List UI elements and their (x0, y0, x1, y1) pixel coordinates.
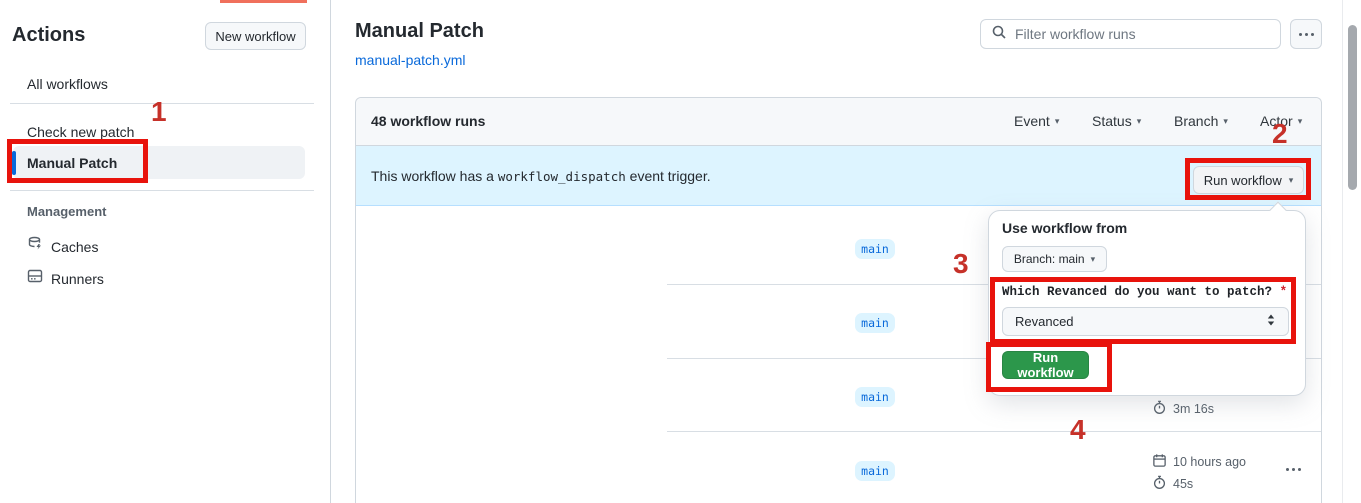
run-date: 10 hours ago (1152, 453, 1246, 471)
banner-text-after: event trigger. (625, 168, 711, 184)
run-workflow-dropdown-label: Run workflow (1203, 172, 1282, 188)
database-icon (27, 236, 43, 257)
up-down-arrows-icon (1266, 314, 1276, 329)
branch-selector-button[interactable]: Branch: main ▾ (1002, 246, 1107, 272)
branch-badge[interactable]: main (855, 387, 895, 407)
horizontal-dots-icon (1285, 467, 1301, 471)
selected-indicator-bar (12, 151, 16, 175)
revanced-select-value: Revanced (1015, 314, 1074, 329)
management-section-label: Management (27, 204, 107, 219)
sidebar-item-caches[interactable]: Caches (27, 236, 98, 257)
workflow-input-label: Which Revanced do you want to patch? * (1002, 285, 1287, 299)
filter-actor-dropdown[interactable]: Actor ▾ (1260, 113, 1302, 129)
page-kebab-button[interactable] (1290, 19, 1322, 49)
filter-status-label: Status (1092, 113, 1132, 129)
annotation-strip (220, 0, 307, 3)
filter-branch-dropdown[interactable]: Branch ▾ (1174, 113, 1228, 129)
run-date-label: 10 hours ago (1173, 455, 1246, 469)
chevron-down-icon: ▾ (1288, 174, 1294, 185)
filter-branch-label: Branch (1174, 113, 1219, 129)
search-icon (991, 24, 1007, 45)
workflow-file-link[interactable]: manual-patch.yml (355, 52, 466, 68)
annotation-number-1: 1 (151, 96, 167, 127)
runs-count-label: 48 workflow runs (371, 113, 486, 129)
sidebar-item-manual-patch-label: Manual Patch (27, 155, 118, 171)
chevron-down-icon: ▾ (1054, 115, 1060, 126)
banner-text-before: This workflow has a (371, 168, 498, 184)
calendar-icon (1152, 453, 1167, 471)
run-duration: 45s (1152, 475, 1193, 493)
sidebar-item-check-new-patch[interactable]: Check new patch (27, 124, 135, 140)
run-row-kebab-button[interactable] (1281, 461, 1305, 477)
run-workflow-submit-button[interactable]: Run workflow (1002, 350, 1089, 380)
stopwatch-icon (1152, 400, 1167, 418)
branch-selector-label: Branch: main (1013, 252, 1085, 266)
workflow-dispatch-banner (356, 146, 1321, 206)
search-input[interactable] (1015, 26, 1270, 42)
new-workflow-button[interactable]: New workflow (205, 22, 306, 50)
run-duration: 3m 16s (1152, 400, 1214, 418)
filter-runs-searchbox[interactable] (980, 19, 1281, 49)
chevron-down-icon: ▾ (1090, 253, 1096, 264)
chevron-down-icon: ▾ (1223, 115, 1228, 126)
stopwatch-icon (1152, 475, 1167, 493)
filter-event-label: Event (1014, 113, 1050, 129)
runs-table-header (356, 98, 1321, 146)
sidebar-main-divider (330, 0, 331, 503)
required-marker: * (1279, 285, 1288, 299)
chevron-down-icon: ▾ (1136, 115, 1142, 126)
sidebar-item-all-workflows[interactable]: All workflows (27, 76, 108, 92)
branch-badge[interactable]: main (855, 239, 895, 259)
run-duration-label: 3m 16s (1173, 402, 1214, 416)
branch-badge[interactable]: main (855, 461, 895, 481)
filter-actor-label: Actor (1260, 113, 1293, 129)
chevron-down-icon: ▾ (1297, 115, 1303, 126)
sidebar-divider (10, 190, 314, 191)
scrollbar-thumb[interactable] (1348, 25, 1357, 190)
run-workflow-dropdown-button[interactable]: Run workflow ▾ (1193, 166, 1304, 194)
row-divider (667, 431, 1321, 432)
banner-code: workflow_dispatch (497, 169, 626, 184)
workflow-input-question: Which Revanced do you want to patch? (1002, 285, 1273, 299)
sidebar-item-runners[interactable]: Runners (27, 268, 104, 289)
sidebar-divider (10, 103, 314, 104)
sidebar-title: Actions (12, 24, 86, 46)
revanced-select[interactable]: Revanced (1002, 307, 1289, 336)
banner-text: This workflow has a workflow_dispatch ev… (371, 168, 711, 184)
branch-badge[interactable]: main (855, 313, 895, 333)
sidebar-item-manual-patch[interactable] (13, 146, 305, 179)
run-duration-label: 45s (1173, 477, 1194, 491)
runner-icon (27, 268, 43, 289)
scrollbar-track (1342, 0, 1343, 503)
filter-status-dropdown[interactable]: Status ▾ (1092, 113, 1141, 129)
use-workflow-from-label: Use workflow from (1002, 220, 1128, 236)
horizontal-dots-icon (1298, 32, 1314, 36)
page-title: Manual Patch (355, 20, 484, 42)
sidebar-item-runners-label: Runners (51, 270, 104, 287)
filter-event-dropdown[interactable]: Event ▾ (1014, 113, 1059, 129)
sidebar-item-caches-label: Caches (51, 238, 99, 255)
